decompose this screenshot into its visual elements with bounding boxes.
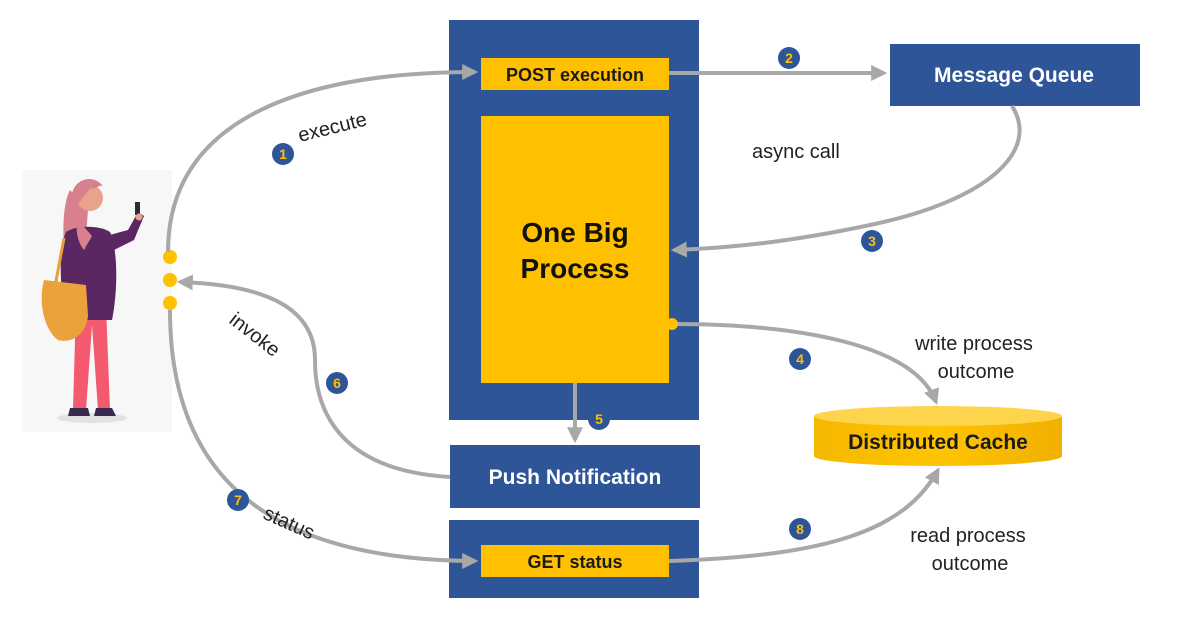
distributed-cache-label: Distributed Cache	[848, 431, 1028, 454]
message-queue-box	[890, 44, 1140, 106]
step-badge-2: 2	[778, 47, 800, 69]
connector-dot	[666, 318, 678, 330]
one-big-process-box	[481, 116, 669, 383]
svg-text:8: 8	[796, 521, 804, 537]
arrow-async-callback	[670, 104, 1022, 258]
connector-dot	[163, 296, 177, 310]
push-notification-box	[450, 445, 700, 508]
step-badge-6: 6	[326, 372, 348, 394]
read-process-outcome-label: outcome	[932, 553, 1009, 575]
connector-dot	[163, 250, 177, 264]
user-person-icon	[22, 170, 172, 432]
distributed-cache-cylinder	[814, 406, 1062, 466]
svg-text:6: 6	[333, 375, 341, 391]
svg-text:2: 2	[785, 50, 793, 66]
step-badge-7: 7	[227, 489, 249, 511]
arrow-status	[168, 309, 479, 569]
arrow-write-outcome	[671, 322, 940, 406]
post-execution-label: POST execution	[506, 65, 644, 85]
write-process-outcome-label: write process	[914, 333, 1033, 355]
svg-text:1: 1	[279, 146, 287, 162]
step-badge-4: 4	[789, 348, 811, 370]
one-big-process-label: One Big	[521, 217, 628, 248]
step-badge-8: 8	[789, 518, 811, 540]
arrow-invoke	[176, 274, 451, 479]
connector-dot	[163, 273, 177, 287]
step-badge-5: 5	[588, 408, 610, 430]
svg-text:4: 4	[796, 351, 804, 367]
read-process-outcome-label: read process	[910, 525, 1026, 547]
post-execution-box	[481, 58, 669, 90]
one-big-process-label: Process	[521, 253, 630, 284]
step-badge-1: 1	[272, 143, 294, 165]
svg-text:5: 5	[595, 411, 603, 427]
step-badge-3: 3	[861, 230, 883, 252]
arrow-read-outcome	[668, 467, 940, 563]
svg-text:3: 3	[868, 233, 876, 249]
status-label: status	[260, 502, 318, 544]
async-call-label: async call	[752, 141, 840, 163]
push-notification-label: Push Notification	[489, 466, 662, 489]
write-process-outcome-label: outcome	[938, 361, 1015, 383]
get-status-label: GET status	[527, 552, 622, 572]
arrow-execute	[166, 64, 479, 253]
invoke-label: invoke	[225, 309, 284, 362]
get-status-box	[481, 545, 669, 577]
execute-label: execute	[296, 109, 369, 147]
svg-text:7: 7	[234, 492, 242, 508]
message-queue-label: Message Queue	[934, 64, 1094, 87]
